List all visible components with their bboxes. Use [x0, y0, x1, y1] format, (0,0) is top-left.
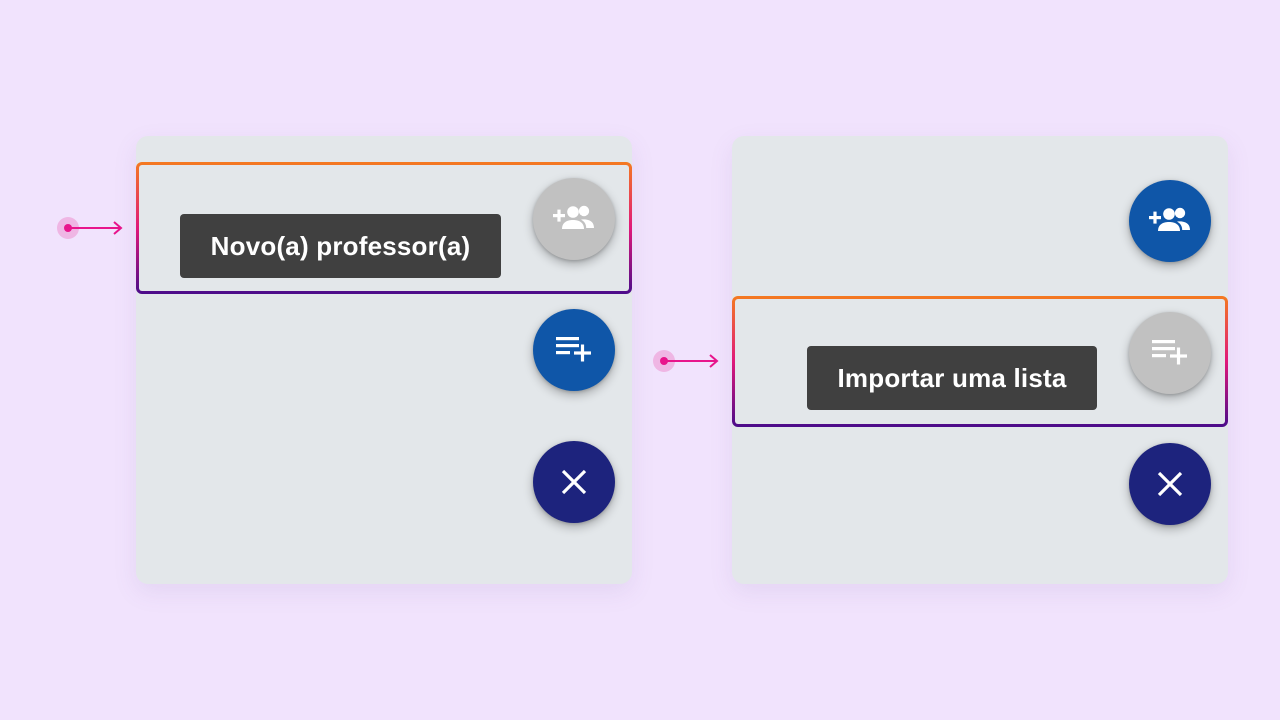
focus-pointer-icon	[652, 347, 722, 375]
close-icon	[1157, 471, 1183, 497]
focus-pointer-icon	[56, 214, 126, 242]
import-list-button[interactable]	[1129, 312, 1211, 394]
tooltip: Novo(a) professor(a)	[180, 214, 501, 278]
playlist-add-icon	[1152, 340, 1187, 365]
group-add-icon	[1149, 207, 1190, 231]
speed-dial-panel-import-list: Importar uma lista	[732, 136, 1228, 584]
close-icon	[561, 469, 587, 495]
tooltip: Importar uma lista	[807, 346, 1097, 410]
add-teacher-button[interactable]	[1129, 180, 1211, 262]
playlist-add-icon	[556, 337, 591, 362]
group-add-icon	[553, 205, 594, 229]
import-list-button[interactable]	[533, 309, 615, 391]
add-teacher-button[interactable]	[533, 178, 615, 260]
close-speed-dial-button[interactable]	[533, 441, 615, 523]
speed-dial-panel-add-teacher: Novo(a) professor(a)	[136, 136, 632, 584]
close-speed-dial-button[interactable]	[1129, 443, 1211, 525]
